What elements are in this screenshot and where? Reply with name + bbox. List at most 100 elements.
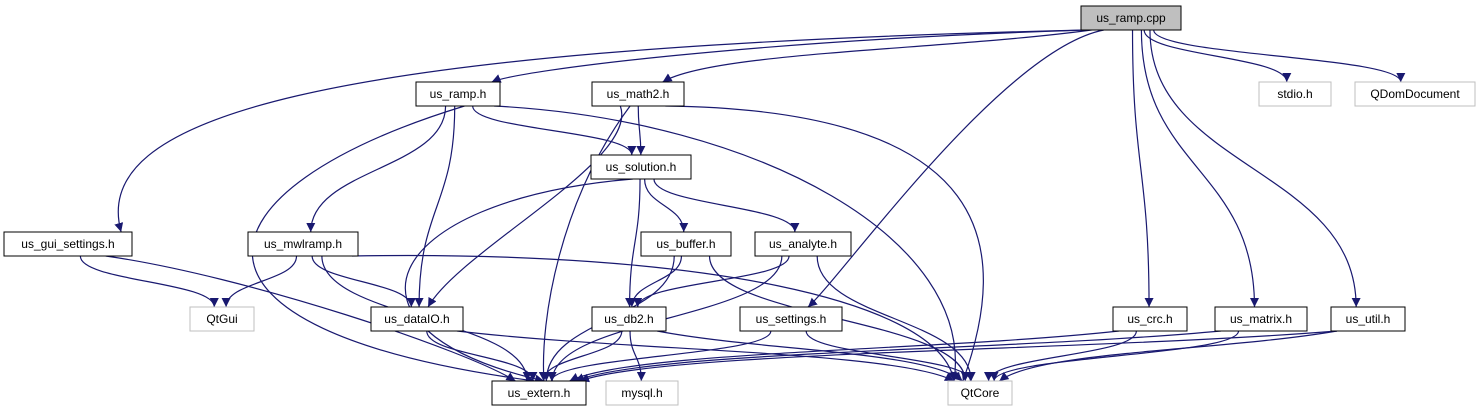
edge-us-mwlramp-h-to-qtgui <box>221 255 298 308</box>
node-us-extern-h[interactable]: us_extern.h <box>491 380 587 406</box>
edge-us-dataio-h-to-us-extern-h <box>426 330 538 382</box>
node-box <box>590 154 692 180</box>
node-box <box>591 81 685 107</box>
node-box <box>1080 5 1182 31</box>
node-label: us_buffer.h <box>656 237 715 251</box>
edge-us-ramp-cpp-to-us-util-h <box>1149 29 1361 308</box>
node-us-analyte-h[interactable]: us_analyte.h <box>754 231 852 257</box>
node-box <box>1214 306 1308 332</box>
edge-us-analyte-h-to-qtcore <box>816 255 976 382</box>
node-stdio-h: stdio.h <box>1258 81 1332 107</box>
edge-us-ramp-h-to-us-dataio-h <box>414 105 456 308</box>
node-label: us_db2.h <box>604 312 653 326</box>
edge-us-db2-h-to-mysql-h <box>629 330 646 382</box>
node-box <box>491 380 587 406</box>
node-box <box>370 306 464 332</box>
node-box <box>754 231 852 257</box>
node-label: us_util.h <box>1346 312 1391 326</box>
node-us-solution-h[interactable]: us_solution.h <box>590 154 692 180</box>
node-box <box>189 306 255 332</box>
edge-us-math2-h-to-qtcore <box>665 105 984 382</box>
node-us-ramp-h[interactable]: us_ramp.h <box>415 81 501 107</box>
node-label: us_gui_settings.h <box>21 237 114 251</box>
edge-us-ramp-h-to-qtcore <box>493 105 960 382</box>
edge-us-ramp-cpp-to-us-crc-h <box>1131 29 1154 308</box>
edge-us-ramp-cpp-to-us-gui-settings-h <box>114 29 1088 233</box>
edge-us-db2-h-to-us-extern-h <box>539 330 623 382</box>
edge-us-ramp-cpp-to-stdio-h <box>1143 29 1292 83</box>
edge-us-ramp-cpp-to-qdomdocument <box>1153 29 1406 83</box>
node-label: QDomDocument <box>1370 87 1460 101</box>
edge-us-solution-h-to-us-db2-h <box>625 178 641 308</box>
node-label: us_extern.h <box>508 386 571 400</box>
edge-us-solution-h-to-us-buffer-h <box>644 178 689 233</box>
edge-us-solution-h-to-us-extern-h <box>404 178 633 384</box>
node-us-gui-settings-h[interactable]: us_gui_settings.h <box>3 231 133 257</box>
edge-us-analyte-h-to-us-extern-h <box>547 255 783 382</box>
node-box <box>415 81 501 107</box>
node-us-mwlramp-h[interactable]: us_mwlramp.h <box>247 231 359 257</box>
edge-us-math2-h-to-us-extern-h <box>538 105 631 382</box>
node-box <box>640 231 732 257</box>
node-label: us_dataIO.h <box>384 312 449 326</box>
node-us-math2-h[interactable]: us_math2.h <box>591 81 685 107</box>
node-box <box>591 306 667 332</box>
node-label: us_math2.h <box>607 87 670 101</box>
node-qtgui: QtGui <box>189 306 255 332</box>
node-us-util-h[interactable]: us_util.h <box>1330 306 1406 332</box>
node-label: QtGui <box>206 312 237 326</box>
edge-us-ramp-cpp-to-us-math2-h <box>662 29 1092 83</box>
node-qtcore: QtCore <box>947 380 1013 406</box>
node-label: us_ramp.h <box>430 87 487 101</box>
node-box <box>247 231 359 257</box>
edge-us-util-h-to-qtcore <box>999 330 1338 382</box>
node-label: us_analyte.h <box>769 237 837 251</box>
edge-us-mwlramp-h-to-us-dataio-h <box>311 255 416 308</box>
edge-us-gui-settings-h-to-us-extern-h <box>105 255 516 382</box>
edge-us-ramp-cpp-to-us-ramp-h <box>491 29 1088 83</box>
edge-us-analyte-h-to-us-db2-h <box>633 255 790 308</box>
node-label: us_settings.h <box>756 312 827 326</box>
edge-us-ramp-h-to-us-mwlramp-h <box>306 105 447 233</box>
edge-us-solution-h-to-us-analyte-h <box>653 178 800 233</box>
node-label: us_ramp.cpp <box>1096 11 1166 25</box>
edge-us-ramp-cpp-to-us-settings-h <box>807 29 1104 308</box>
node-us-buffer-h[interactable]: us_buffer.h <box>640 231 732 257</box>
node-box <box>605 380 679 406</box>
edge-us-math2-h-to-us-dataio-h <box>427 105 623 308</box>
edge-us-gui-settings-h-to-qtgui <box>79 255 219 308</box>
node-box <box>1258 81 1332 107</box>
node-us-settings-h[interactable]: us_settings.h <box>739 306 843 332</box>
node-label: QtCore <box>961 386 1000 400</box>
node-label: mysql.h <box>621 386 662 400</box>
node-us-crc-h[interactable]: us_crc.h <box>1112 306 1188 332</box>
node-label: stdio.h <box>1277 87 1312 101</box>
edge-us-matrix-h-to-us-extern-h <box>574 330 1222 382</box>
node-qdomdocument: QDomDocument <box>1354 81 1476 107</box>
node-us-ramp-cpp[interactable]: us_ramp.cpp <box>1080 5 1182 31</box>
node-box <box>1330 306 1406 332</box>
node-label: us_matrix.h <box>1230 312 1292 326</box>
edge-us-crc-h-to-us-extern-h <box>569 330 1120 382</box>
node-mysql-h: mysql.h <box>605 380 679 406</box>
node-us-dataio-h[interactable]: us_dataIO.h <box>370 306 464 332</box>
node-box <box>1354 81 1476 107</box>
edge-us-ramp-h-to-us-solution-h <box>472 105 637 156</box>
node-box <box>3 231 133 257</box>
node-label: us_solution.h <box>606 160 677 174</box>
edge-us-settings-h-to-us-extern-h <box>547 330 772 382</box>
node-box <box>947 380 1013 406</box>
node-box <box>1112 306 1188 332</box>
edge-us-ramp-cpp-to-us-matrix-h <box>1140 29 1259 308</box>
node-us-db2-h[interactable]: us_db2.h <box>591 306 667 332</box>
edge-us-math2-h-to-us-solution-h <box>636 105 646 156</box>
edge-us-util-h-to-us-extern-h <box>579 330 1338 383</box>
edge-us-settings-h-to-qtcore <box>805 330 975 382</box>
edge-us-dataio-h-to-qtcore <box>456 330 955 382</box>
node-us-matrix-h[interactable]: us_matrix.h <box>1214 306 1308 332</box>
node-label: us_crc.h <box>1127 312 1172 326</box>
node-label: us_mwlramp.h <box>264 237 342 251</box>
node-box <box>739 306 843 332</box>
node-layer: us_ramp.cpp us_ramp.h us_math2.h stdio.h QDo… <box>3 5 1476 406</box>
